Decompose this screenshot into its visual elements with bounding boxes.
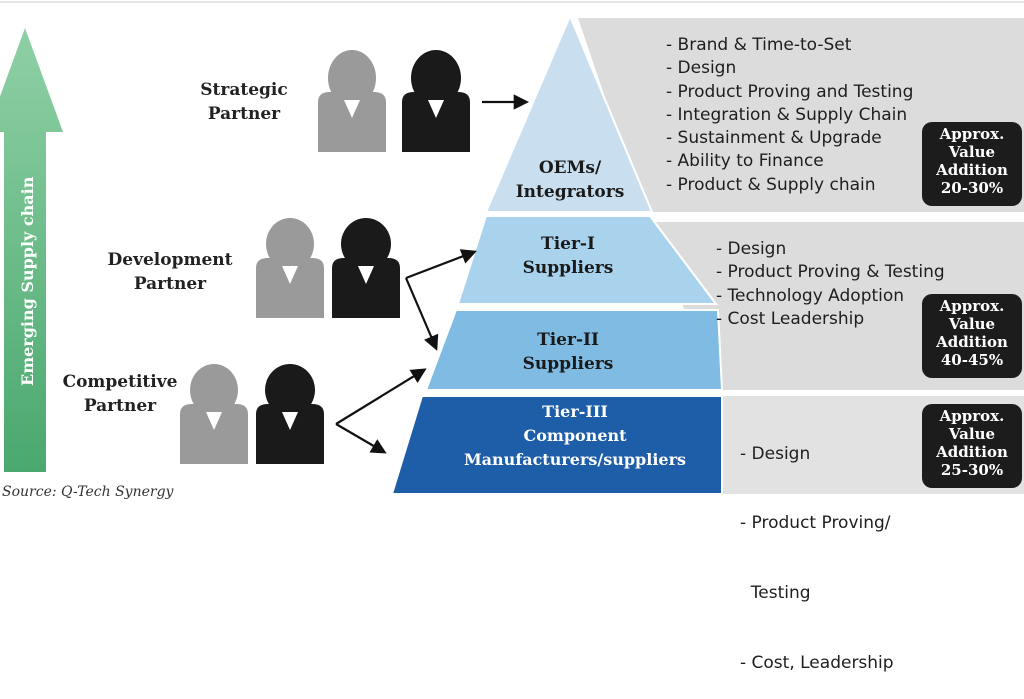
person-development-black	[332, 218, 400, 318]
connector-arrows	[335, 94, 530, 454]
emerging-supply-chain-arrow	[0, 28, 63, 472]
list-item: - Product & Supply chain	[666, 174, 876, 195]
oem-value-list: - Brand & Time-to-Set - Design - Product…	[666, 34, 913, 197]
strategic-partner-text: Strategic Partner	[200, 80, 288, 124]
tier-oem	[484, 13, 654, 213]
list-item: - Integration & Supply Chain	[666, 104, 908, 125]
source-caption: Source: Q-Tech Synergy	[2, 484, 174, 500]
competitive-partner-text: Competitive Partner	[62, 372, 178, 416]
list-item: - Product Proving and Testing	[666, 81, 914, 102]
tier1-value-list: - Design - Product Proving & Testing - T…	[716, 238, 945, 331]
tier-2	[424, 309, 724, 391]
person-strategic-grey	[318, 50, 386, 152]
tier-oem-label: OEMs/Integrators	[515, 158, 625, 202]
person-development-grey	[256, 218, 324, 318]
list-item: - Design	[716, 239, 787, 259]
list-item: - Sustainment & Upgrade	[666, 128, 882, 149]
pyramid	[390, 13, 724, 495]
strategic-partner-label: Strategic Partner	[186, 78, 302, 126]
list-item: - Brand & Time-to-Set	[666, 35, 852, 55]
list-item: - Technology Adoption	[716, 285, 905, 306]
emerging-supply-chain-label: Emerging Supply chain	[18, 176, 37, 386]
list-item: - Cost, Leadership	[740, 653, 894, 674]
development-partner-text: Development Partner	[107, 250, 233, 294]
list-item: - Design	[666, 58, 737, 79]
person-strategic-black	[402, 50, 470, 152]
tier-1	[456, 215, 718, 305]
competitive-partner-label: Competitive Partner	[52, 370, 188, 418]
list-item: - Product Proving/	[740, 513, 891, 534]
list-item: - Ability to Finance	[666, 151, 824, 172]
tier-3	[390, 395, 723, 495]
list-item: - Product Proving & Testing	[716, 262, 945, 283]
person-competitive-black	[256, 364, 324, 464]
list-item: Testing	[740, 583, 811, 604]
person-competitive-grey	[180, 364, 248, 464]
list-item: - Cost Leadership	[716, 308, 865, 329]
list-item: - Design	[740, 443, 811, 464]
development-partner-label: Development Partner	[102, 248, 238, 296]
tier3-value-list: - Design - Product Proving/ Testing - Co…	[740, 396, 894, 699]
